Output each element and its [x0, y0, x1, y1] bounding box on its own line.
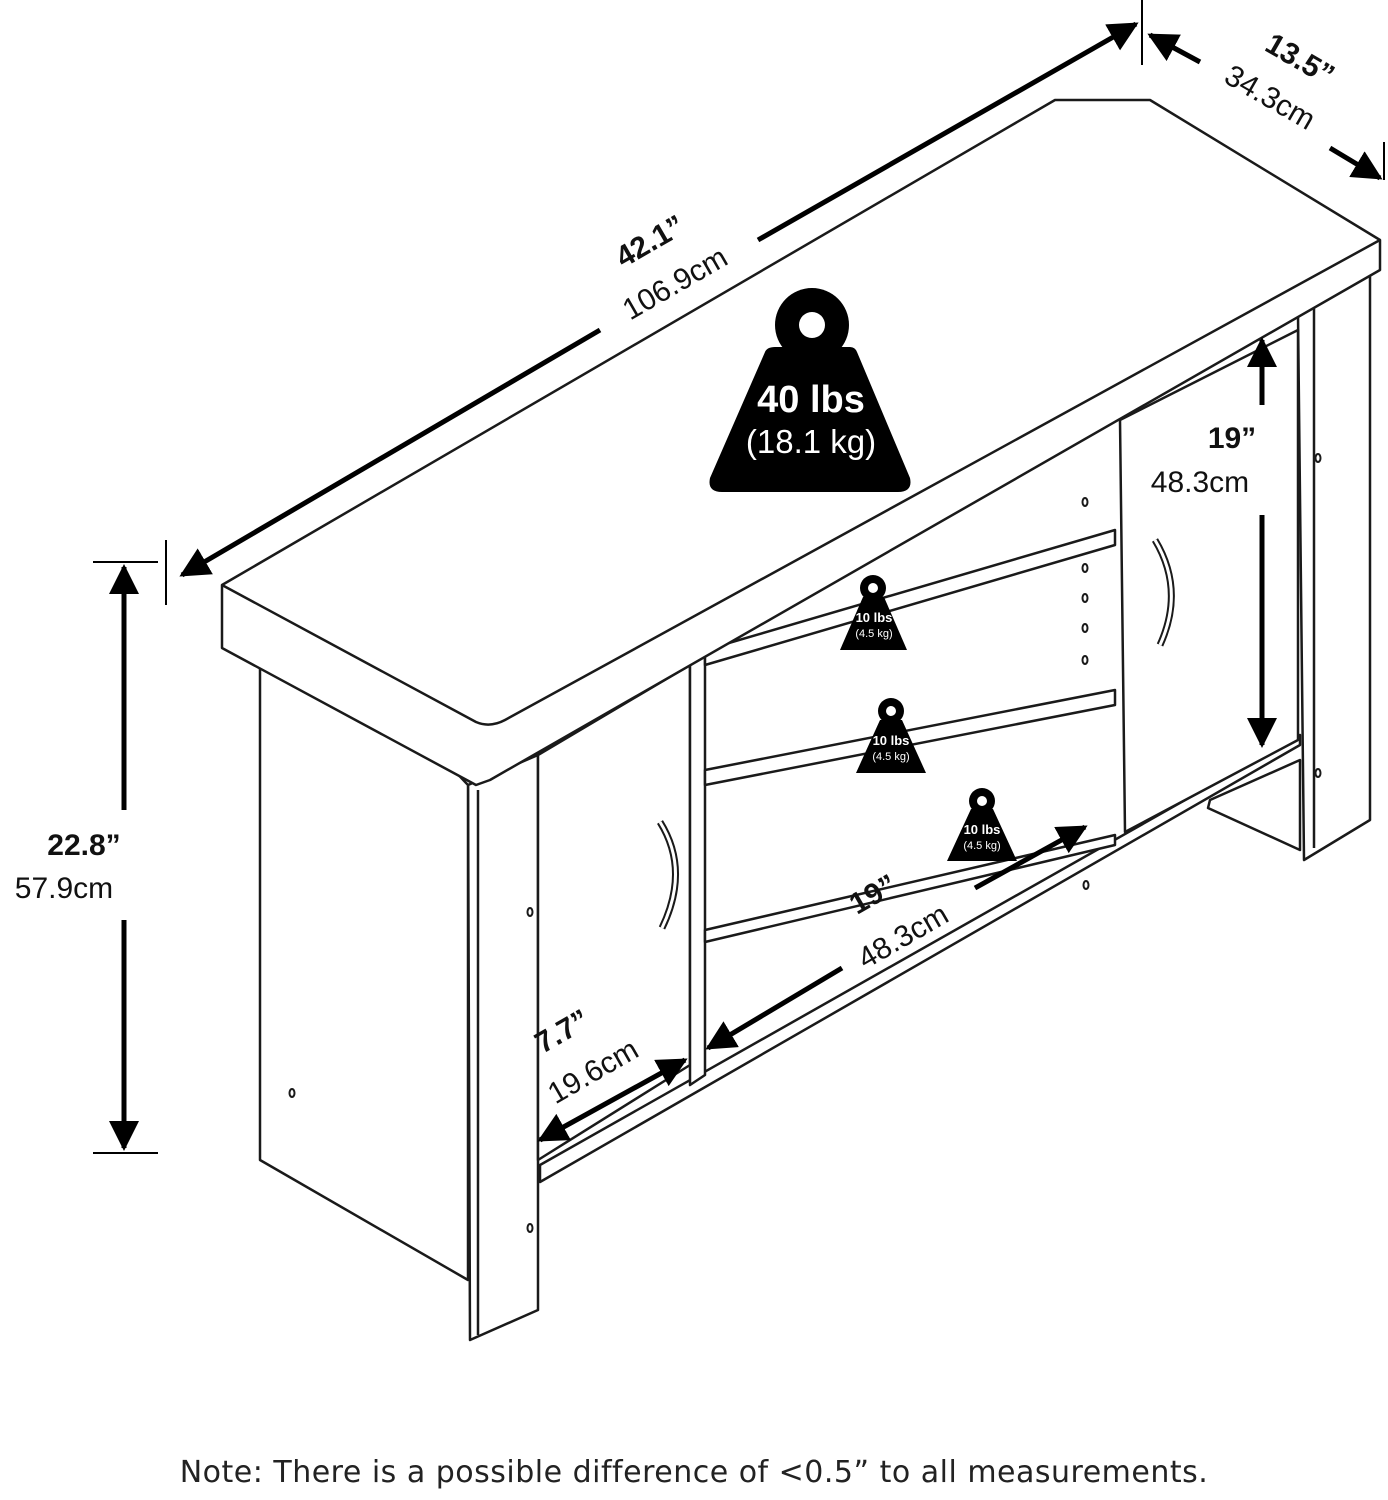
back-kick-panel — [1206, 758, 1302, 852]
shelf-width-arrow-left — [705, 965, 844, 1051]
top-weight-lbs: 40 lbs — [757, 379, 865, 421]
tv-stand-drawing — [220, 98, 1382, 1342]
weight-badge-bottom: 10 lbs (4.5 kg) — [947, 788, 1017, 861]
weight-icon — [947, 809, 1017, 861]
right-side-panel — [1296, 273, 1372, 862]
bottom-weight-lbs: 10 lbs — [964, 822, 1001, 837]
center-divider-left — [688, 653, 707, 1087]
middle-shelf-upper — [703, 528, 1117, 667]
weight-badge-top: 40 lbs (18.1 kg) — [709, 288, 911, 492]
measurement-note: Note: There is a possible difference of … — [179, 1455, 1209, 1490]
cabinet-height-cm: 48.3cm — [1151, 466, 1249, 499]
weight-icon — [840, 597, 907, 650]
width-arrow-line-upper — [756, 21, 1139, 243]
height-cm: 57.9cm — [15, 872, 113, 905]
right-cabinet-door — [1118, 328, 1300, 834]
height-inches: 22.8” — [47, 829, 120, 862]
depth-arrow-line-left — [1147, 32, 1202, 65]
top-weight-kg: (18.1 kg) — [746, 423, 876, 460]
shelf-width-arrow-right — [973, 824, 1088, 891]
shelf-pin-holes — [288, 453, 1322, 1233]
weight-icon — [856, 720, 926, 773]
depth-arrow-line-right — [1328, 145, 1383, 181]
shelf-depth-arrow — [537, 1057, 688, 1143]
shelf-2-weight-kg: (4.5 kg) — [872, 751, 909, 763]
shelf-2-weight-lbs: 10 lbs — [873, 733, 910, 748]
middle-shelf-lower — [703, 688, 1117, 787]
middle-shelf-bottom — [703, 833, 1117, 944]
width-arrow-line-lower — [179, 327, 602, 578]
shelf-width-inches: 19” — [844, 868, 902, 921]
weight-badge-shelf-1: 10 lbs (4.5 kg) — [840, 575, 907, 650]
cabinet-height-inches: 19” — [1208, 422, 1256, 455]
dimension-lines — [109, 21, 1383, 1151]
bottom-weight-kg: (4.5 kg) — [963, 840, 1000, 852]
extension-lines — [93, 0, 1385, 1154]
shelf-1-weight-lbs: 10 lbs — [856, 610, 893, 625]
weight-icon — [709, 347, 911, 492]
weight-badge-shelf-2: 10 lbs (4.5 kg) — [856, 698, 926, 773]
tv-stand-diagram: 42.1” 106.9cm 13.5” 34.3cm 22.8” 57.9cm … — [15, 0, 1385, 1342]
shelf-1-weight-kg: (4.5 kg) — [855, 628, 892, 640]
